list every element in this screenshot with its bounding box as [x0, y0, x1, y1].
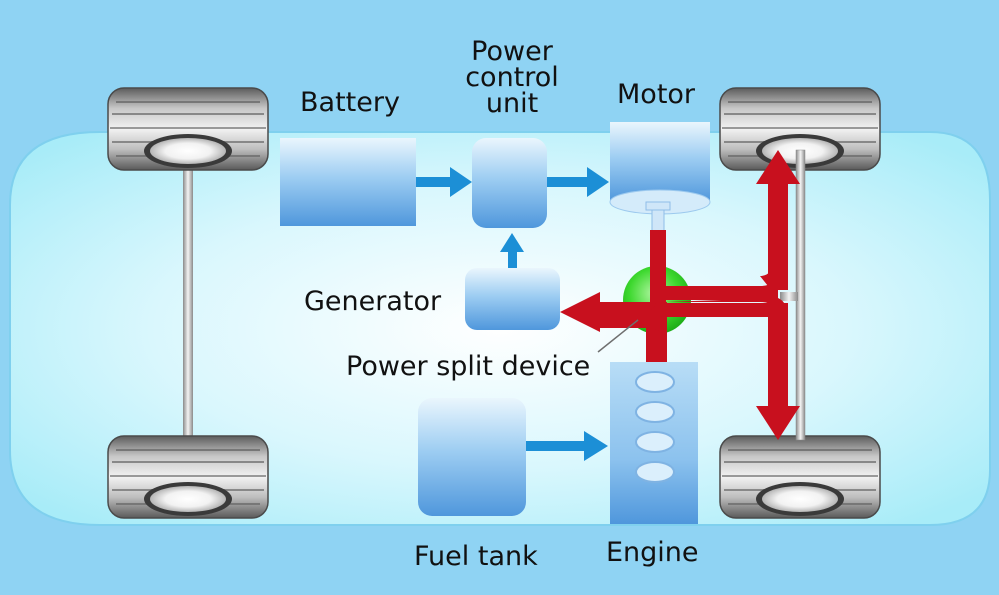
power-control-unit-box [472, 138, 547, 228]
differential-stub [780, 292, 798, 301]
engine-cylinder [635, 431, 675, 453]
generator-box [465, 268, 560, 330]
fuel-tank-box [418, 398, 526, 516]
motor-shaft-flange [645, 201, 671, 211]
label-battery: Battery [300, 87, 400, 118]
rear-axle [183, 150, 193, 445]
motor-box [610, 122, 710, 202]
wheel-rear-top [107, 87, 269, 171]
label-generator: Generator [304, 286, 442, 317]
motor-shaft [651, 209, 665, 233]
power-split-leader-line [597, 319, 639, 353]
arrow-generator-to-pcu [500, 233, 524, 268]
wheel-front-bottom [719, 435, 881, 519]
label-pcu-line3: unit [486, 88, 538, 119]
label-pcu-line1: Power [471, 36, 554, 67]
label-pcu-line2: control [465, 62, 559, 93]
label-engine: Engine [606, 537, 699, 568]
battery-box [280, 138, 416, 226]
arrow-fuel-tank-to-engine [526, 431, 608, 461]
mechanical-power-flow [560, 150, 800, 440]
arrow-battery-to-pcu [416, 167, 472, 197]
arrow-pcu-to-motor [547, 167, 609, 197]
engine-cylinder [635, 461, 675, 483]
label-fuel-tank: Fuel tank [414, 541, 538, 572]
wheel-rear-bottom [107, 435, 269, 519]
engine-cylinder [635, 401, 675, 423]
engine-cylinder [635, 371, 675, 393]
label-power-split-device: Power split device [346, 351, 590, 382]
label-motor: Motor [617, 79, 696, 110]
